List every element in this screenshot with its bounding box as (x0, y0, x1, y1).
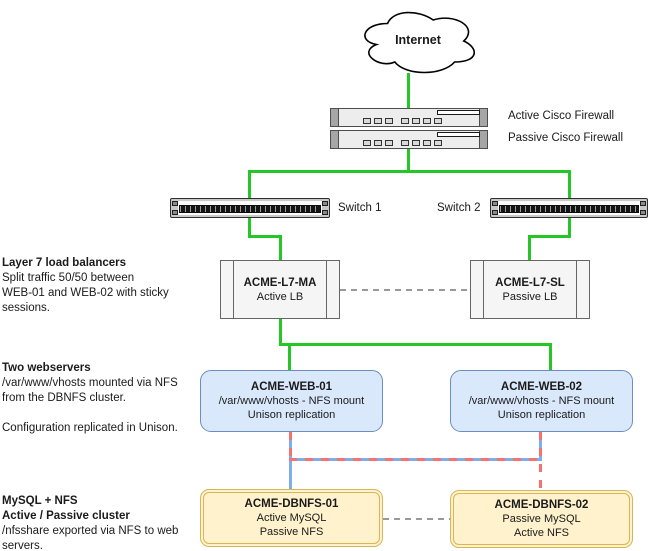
switch-1-label: Switch 1 (338, 202, 382, 214)
switch-port-band (179, 205, 321, 213)
firewall-left-cap (331, 109, 339, 126)
link-firewall-split (407, 148, 410, 173)
firewall-slot (437, 110, 480, 115)
link-lb-web-horizontal (279, 343, 552, 346)
firewall-slot (437, 132, 480, 137)
link-dbnfs-pair-dashed (383, 518, 450, 520)
link-lb-pair-dashed (340, 289, 470, 291)
link-drop-web1 (288, 343, 291, 372)
passive-firewall-device (330, 130, 488, 149)
link-switch2-jog (528, 235, 571, 238)
link-switch1-jog (248, 235, 282, 238)
lb-passive-node: ACME-L7-SL Passive LB (470, 260, 590, 319)
web-01-node: ACME-WEB-01 /var/www/vhosts - NFS mount … (200, 370, 383, 432)
web-02-node: ACME-WEB-02 /var/www/vhosts - NFS mount … (450, 370, 633, 432)
link-internet-firewall (407, 73, 410, 109)
dbnfs-01-node: ACME-DBNFS-01 Active MySQL Passive NFS (200, 489, 383, 547)
link-web1-down-red (289, 432, 292, 463)
firewall-right-cap (479, 109, 487, 126)
note-webservers: Two webservers /var/www/vhosts mounted v… (2, 362, 178, 434)
switch-2-device (490, 198, 648, 218)
switch-2-label: Switch 2 (437, 202, 481, 214)
link-switch1-lb (279, 235, 282, 262)
link-drop-web2 (549, 343, 552, 372)
switch-1-device (170, 198, 330, 218)
link-lb-down (279, 318, 282, 346)
internet-label: Internet (395, 33, 441, 47)
link-web2-dbnfs2-red (539, 432, 542, 491)
note-load-balancers: Layer 7 load balancers Split traffic 50/… (2, 257, 169, 314)
note-mysql-nfs: MySQL + NFS Active / Passive cluster /nf… (2, 495, 179, 551)
dbnfs-02-node: ACME-DBNFS-02 Passive MySQL Active NFS (450, 490, 633, 548)
internet-cloud (357, 6, 479, 76)
active-firewall-label: Active Cisco Firewall (508, 110, 615, 122)
link-web-db-horizontal-red (289, 458, 542, 461)
firewall-right-cap (479, 131, 487, 148)
link-switch2-lb (528, 235, 531, 262)
lb-active-node: ACME-L7-MA Active LB (220, 260, 340, 319)
link-split-horizontal (248, 170, 571, 173)
firewall-left-cap (331, 131, 339, 148)
passive-firewall-label: Passive Cisco Firewall (508, 132, 624, 144)
switch-port-band (499, 205, 639, 213)
active-firewall-device (330, 108, 488, 127)
